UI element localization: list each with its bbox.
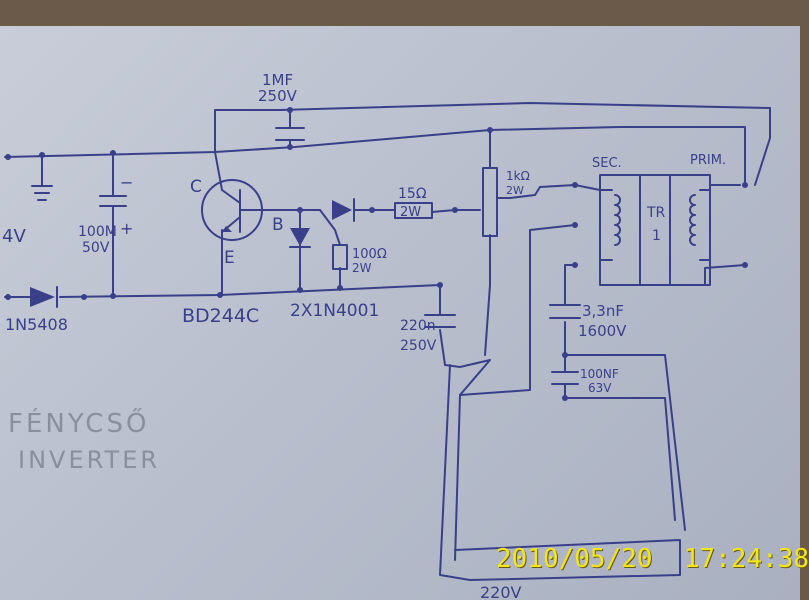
label-minus: − bbox=[120, 173, 133, 192]
label-diode-in: 1N5408 bbox=[5, 315, 68, 334]
title-line-1: FÉNYCSŐ bbox=[8, 407, 149, 439]
label-cap-220n-voltage: 250V bbox=[400, 338, 437, 354]
diode-pair bbox=[289, 228, 311, 248]
capacitor-220n bbox=[424, 314, 456, 328]
capacitor-100nf bbox=[551, 371, 579, 385]
fluorescent-tube bbox=[454, 539, 681, 581]
label-pot: 1kΩ bbox=[506, 169, 530, 183]
label-cap-3-3nf: 3,3nF bbox=[582, 302, 624, 320]
label-plus: + bbox=[120, 219, 133, 238]
wire-tube-left bbox=[439, 364, 471, 581]
label-res-100-watt: 2W bbox=[352, 261, 372, 275]
ground-symbol bbox=[31, 154, 53, 201]
wire-tube-left2 bbox=[454, 359, 491, 561]
potentiometer-1k bbox=[482, 167, 498, 237]
wire-collector bbox=[214, 151, 223, 191]
diode-1n5408 bbox=[30, 286, 58, 308]
resistor-15ohm bbox=[394, 202, 433, 219]
transistor-bd244c bbox=[201, 179, 263, 241]
label-cap-220n: 220n bbox=[400, 318, 436, 334]
label-res-15: 15Ω bbox=[398, 186, 427, 202]
label-supply-voltage: 4V bbox=[2, 226, 26, 247]
label-cap-1uf: 1MF bbox=[262, 71, 293, 89]
camera-timestamp: 2010/05/20 17:24:38 bbox=[496, 544, 809, 574]
wire-base bbox=[244, 209, 481, 213]
wire-res100 bbox=[319, 209, 341, 289]
wire-pot-wiper bbox=[509, 184, 601, 199]
label-cap-100u: 100M bbox=[78, 224, 117, 240]
label-res-100: 100Ω bbox=[352, 247, 387, 262]
label-emitter: E bbox=[224, 248, 235, 268]
resistor-100ohm bbox=[332, 244, 348, 270]
capacitor-3-3nf bbox=[549, 304, 581, 319]
label-transistor: BD244C bbox=[182, 305, 259, 327]
label-cap-3-3nf-voltage: 1600V bbox=[578, 322, 627, 340]
capacitor-1uf bbox=[275, 127, 305, 141]
label-collector: C bbox=[190, 177, 202, 197]
label-tube-voltage: 220V bbox=[480, 583, 522, 600]
label-pot-watt: 2W bbox=[506, 184, 524, 197]
diode-base bbox=[332, 198, 355, 222]
wire-top-rail bbox=[4, 129, 491, 158]
label-cap-1uf-voltage: 250V bbox=[258, 87, 298, 105]
diagram-title: FÉNYCSŐ INVERTER bbox=[8, 407, 160, 474]
wire-prim bbox=[704, 184, 746, 286]
label-cap-100u-voltage: 50V bbox=[82, 240, 110, 256]
label-transformer: TR bbox=[646, 205, 666, 221]
junction-dots bbox=[5, 107, 748, 401]
label-primary: PRIM. bbox=[690, 153, 726, 168]
paper-sheet bbox=[0, 26, 800, 600]
label-transformer-number: 1 bbox=[652, 228, 661, 244]
wire-220n bbox=[439, 284, 491, 368]
wire-top-loop bbox=[214, 102, 771, 186]
label-cap-100nf: 100NF bbox=[580, 367, 619, 381]
label-diodes: 2X1N4001 bbox=[290, 301, 379, 321]
label-cap-100nf-voltage: 63V bbox=[588, 381, 612, 395]
transformer-tr1 bbox=[599, 174, 711, 286]
wire-upper-right bbox=[489, 126, 746, 186]
wire-sec-cap bbox=[564, 264, 686, 531]
component-labels: 1MF 250V 4V 100M 50V + − C B E BD244C 15… bbox=[2, 71, 726, 600]
label-res-15-watt: 2W bbox=[400, 205, 421, 220]
title-line-2: INVERTER bbox=[18, 446, 160, 474]
label-secondary: SEC. bbox=[592, 156, 622, 171]
capacitor-100u bbox=[99, 152, 127, 297]
label-base: B bbox=[272, 215, 284, 235]
wire-pot bbox=[484, 129, 491, 356]
wire-sec-bottom bbox=[459, 224, 576, 396]
